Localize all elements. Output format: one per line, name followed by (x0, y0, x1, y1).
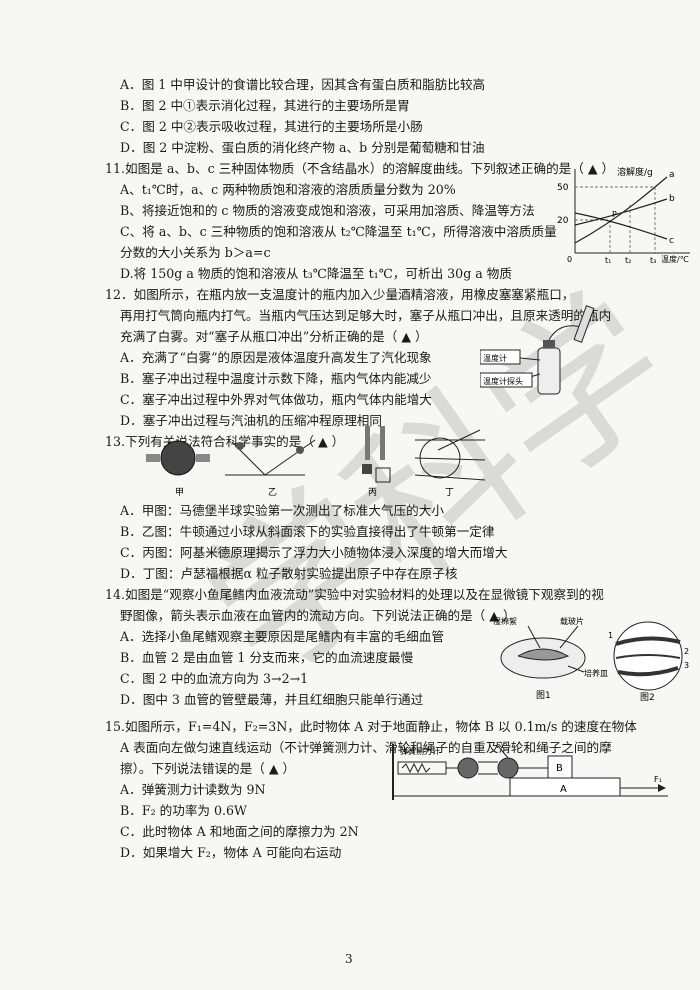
q11-option-a: A、t₁℃时，a、c 两种物质饱和溶液的溶质质量分数为 20% (120, 182, 456, 197)
svg-text:1: 1 (608, 631, 613, 640)
scattering-figure (414, 429, 486, 481)
q12-option-d: D．塞子冲出过程与汽油机的压缩冲程原理相同 (120, 413, 382, 428)
solubility-graph: 溶解度/g 50 20 0 a b c P t₁ t₂ t₃ 温度/℃ (557, 166, 690, 265)
svg-text:弹簧测力计: 弹簧测力计 (400, 746, 440, 756)
curve-a (574, 176, 668, 244)
q12-stem-line2: 再用打气筒向瓶内打气。当瓶内气压达到足够大时，塞子从瓶口冲出，且原来透明的瓶内 (120, 308, 612, 323)
incline-figure (225, 439, 316, 476)
svg-text:20: 20 (557, 216, 569, 226)
q11-option-d: D.将 150g a 物质的饱和溶液从 t₃℃降温至 t₁℃，可析出 30g a… (120, 266, 512, 281)
svg-text:温度/℃: 温度/℃ (661, 254, 689, 264)
svg-text:乙: 乙 (268, 487, 277, 498)
fish-tail-figure: 湿棉絮 载玻片 培养皿 图1 1 2 3 图2 (493, 616, 689, 702)
q15-stem-line1: 15.如图所示，F₁=4N，F₂=3N，此时物体 A 对于地面静止，物体 B 以… (105, 719, 637, 734)
q10-option-d: D．图 2 中淀粉、蛋白质的消化终产物 a、b 分别是葡萄糖和甘油 (120, 140, 485, 155)
curve-b (574, 198, 668, 226)
svg-text:丙: 丙 (368, 487, 377, 498)
q15-option-a: A．弹簧测力计读数为 9N (120, 782, 266, 797)
q12-option-b: B．塞子冲出过程中温度计示数下降，瓶内气体内能减少 (120, 371, 432, 386)
q14-option-b: B．血管 2 是由血管 1 分支而来，它的血流速度最慢 (120, 650, 414, 665)
bottle-pump-figure: 温度计 温度计探头 (480, 305, 595, 395)
q14-option-d: D．图中 3 血管的管壁最薄，并且红细胞只能单行通过 (120, 692, 424, 707)
q10-option-a: A．图 1 中甲设计的食谱比较合理，因其含有蛋白质和脂肪比较高 (120, 77, 486, 92)
q15-option-b: B．F₂ 的功率为 0.6W (120, 803, 247, 818)
svg-text:A: A (560, 784, 567, 795)
q11-option-c: C、将 a、b、c 三种物质的饱和溶液从 t₂℃降温至 t₁℃，所得溶液中溶质质… (120, 224, 557, 239)
svg-text:t₁: t₁ (605, 256, 611, 265)
q10-option-b: B．图 2 中①表示消化过程，其进行的主要场所是胃 (120, 98, 410, 113)
q12-option-a: A．充满了“白雾”的原因是液体温度升高发生了汽化现象 (120, 350, 432, 365)
q11-stem: 11.如图是 a、b、c 三种固体物质（不含结晶水）的溶解度曲线。下列叙述正确的… (105, 161, 615, 176)
q13-option-c: C．丙图：阿基米德原理揭示了浮力大小随物体浸入深度的增大而增大 (120, 545, 508, 560)
svg-text:溶解度/g: 溶解度/g (617, 166, 653, 178)
q11-option-b: B、将接近饱和的 c 物质的溶液变成饱和溶液，可采用加溶质、降温等方法 (120, 203, 535, 218)
spring-scale-figure (362, 426, 391, 483)
svg-text:3: 3 (684, 661, 689, 670)
q14-option-c: C．图 2 中的血流方向为 3→2→1 (120, 671, 309, 686)
svg-text:a: a (669, 170, 675, 180)
svg-text:2: 2 (684, 647, 689, 656)
page-number: 3 (345, 952, 353, 966)
svg-text:b: b (669, 194, 675, 204)
svg-text:载玻片: 载玻片 (560, 616, 584, 626)
q14-option-a: A．选择小鱼尾鳍观察主要原因是尾鳍内有丰富的毛细血管 (120, 629, 444, 644)
svg-text:50: 50 (557, 183, 569, 193)
q15-stem-line2: A 表面向左做匀速直线运动（不计弹簧测力计、滑轮和绳子的自重及滑轮和绳子之间的摩 (120, 740, 612, 755)
q13-stem: 13.下列有关说法符合科学事实的是（ ▲ ） (105, 434, 345, 449)
q14-stem-line2: 野图像，箭头表示血液在血管内的流动方向。下列说法正确的是（ ▲ ） (120, 608, 516, 623)
q10-option-c: C．图 2 中②表示吸收过程，其进行的主要场所是小肠 (120, 119, 423, 134)
svg-text:F₁: F₁ (654, 775, 662, 784)
svg-text:温度计: 温度计 (483, 353, 507, 363)
q12-stem-line3: 充满了白雾。对“塞子从瓶口冲出”分析正确的是（ ▲ ） (120, 329, 428, 344)
svg-text:图2: 图2 (640, 692, 655, 702)
pulley-figure: 弹簧测力计 F₂ B A F₁ (392, 742, 668, 800)
svg-text:图1: 图1 (536, 690, 551, 701)
q13-option-a: A．甲图：马德堡半球实验第一次测出了标准大气压的大小 (120, 503, 444, 518)
q12-option-c: C．塞子冲出过程中外界对气体做功，瓶内气体内能增大 (120, 392, 432, 407)
svg-text:t₂: t₂ (625, 256, 631, 265)
q13-option-b: B．乙图：牛顿通过小球从斜面滚下的实验直接得出了牛顿第一定律 (120, 524, 495, 539)
q15-option-d: D．如果增大 F₂，物体 A 可能向右运动 (120, 845, 342, 860)
q15-stem-line3: 擦）。下列说法错误的是（ ▲ ） (120, 761, 296, 776)
q12-stem-line1: 12．如图所示，在瓶内放一支温度计的瓶内加入少量酒精溶液，用橡皮塞塞紧瓶口， (105, 287, 575, 302)
svg-text:P: P (612, 210, 617, 219)
svg-text:温度计探头: 温度计探头 (483, 376, 523, 386)
svg-text:B: B (556, 763, 563, 774)
svg-text:甲: 甲 (175, 487, 184, 498)
svg-text:t₃: t₃ (650, 256, 656, 265)
magdeburg-figure (146, 440, 210, 476)
svg-text:湿棉絮: 湿棉絮 (493, 616, 517, 626)
q14-stem-line1: 14.如图是“观察小鱼尾鳍内血液流动”实验中对实验材料的处理以及在显微镜下观察到… (105, 587, 604, 602)
svg-text:c: c (669, 236, 674, 246)
svg-text:丁: 丁 (445, 488, 454, 498)
curve-c (574, 212, 668, 240)
q13-option-d: D．丁图：卢瑟福根据α 粒子散射实验提出原子中存在原子核 (120, 566, 458, 581)
q11-option-c-cont: 分数的大小关系为 b＞a=c (120, 245, 271, 260)
q13-figures: 甲 乙 丙 丁 (146, 426, 486, 498)
svg-text:0: 0 (567, 255, 572, 264)
svg-text:培养皿: 培养皿 (584, 668, 608, 678)
svg-text:F₂: F₂ (496, 742, 504, 750)
q15-option-c: C．此时物体 A 和地面之间的摩擦力为 2N (120, 824, 359, 839)
